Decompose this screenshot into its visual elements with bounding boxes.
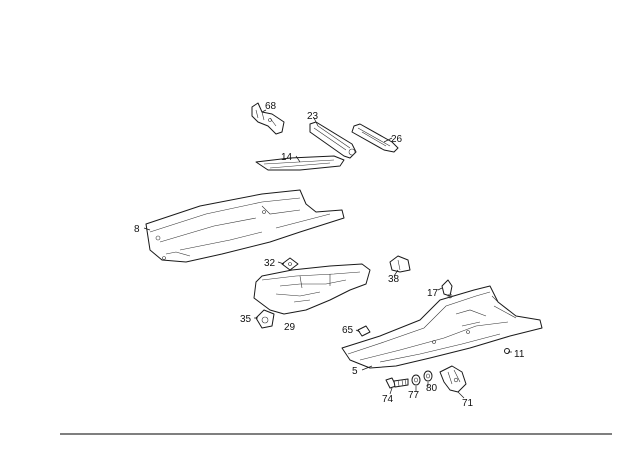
- callout-77: 77: [408, 390, 420, 401]
- part-8-floor-pan: [145, 189, 345, 263]
- part-80-washer: [423, 370, 433, 382]
- part-68-bracket: [251, 102, 285, 135]
- callout-65: 65: [342, 325, 354, 336]
- part-38-block: [389, 255, 411, 273]
- callout-35: 35: [240, 314, 252, 325]
- part-29-side-member: [253, 263, 371, 315]
- part-23-channel: [309, 121, 357, 159]
- part-65-clip: [357, 325, 371, 337]
- callout-32: 32: [264, 258, 276, 269]
- callout-74: 74: [382, 394, 394, 405]
- callout-38: 38: [388, 274, 400, 285]
- callout-80: 80: [426, 383, 438, 394]
- callout-26: 26: [391, 134, 403, 145]
- callout-29: 29: [284, 322, 296, 333]
- leader-lines: [143, 109, 512, 399]
- callout-8: 8: [134, 224, 140, 235]
- part-17-bracket: [441, 279, 453, 297]
- callout-17: 17: [427, 288, 439, 299]
- callout-11: 11: [514, 349, 525, 360]
- part-14-cross-member: [255, 155, 345, 171]
- part-26-rail: [351, 123, 399, 153]
- callout-71: 71: [462, 398, 474, 409]
- callout-23: 23: [307, 111, 319, 122]
- callout-14: 14: [281, 152, 293, 163]
- part-77-washer: [411, 374, 421, 386]
- part-5-floor-pan: [341, 285, 543, 369]
- callout-5: 5: [352, 366, 358, 377]
- part-11-plug: [504, 348, 510, 354]
- part-35-mount: [255, 309, 275, 329]
- part-71-bracket: [439, 365, 467, 393]
- part-74-bolt: [385, 377, 409, 389]
- callout-68: 68: [265, 101, 277, 112]
- part-32-clip: [281, 257, 299, 271]
